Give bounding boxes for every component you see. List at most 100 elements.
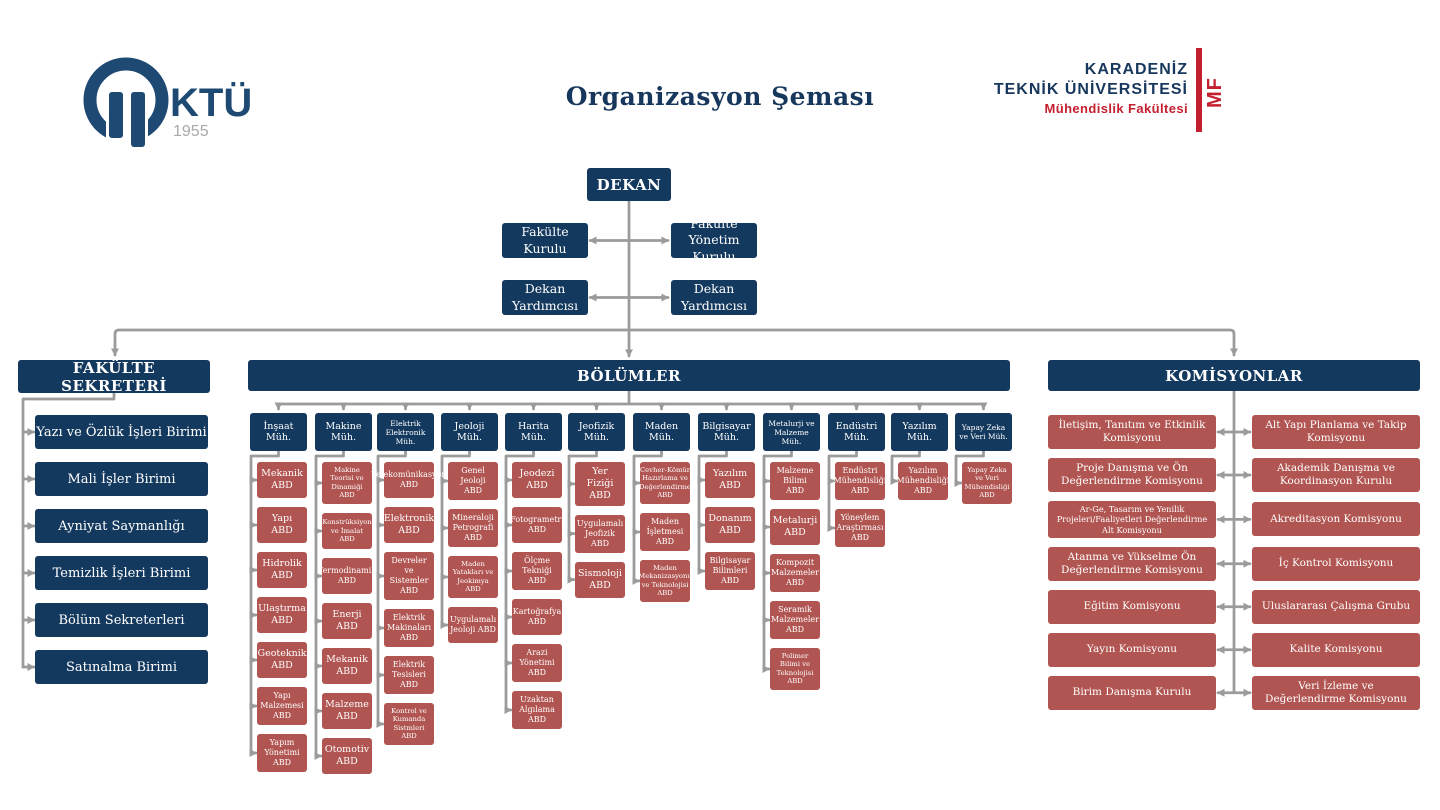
abd-box: Malzeme ABD — [322, 692, 372, 729]
commission-box-right: Alt Yapı Planlama ve Takip Komisyonu — [1252, 415, 1420, 449]
abd-box: Devreler ve Sistemler ABD — [384, 552, 434, 600]
fakulte-kurulu-box: Fakülte Kurulu — [502, 223, 588, 258]
commission-box-left: Proje Danışma ve Ön Değerlendirme Komisy… — [1048, 458, 1216, 492]
abd-box: Yapay Zeka ve Veri Mühendisliği ABD — [962, 462, 1012, 504]
abd-box: Ulaştırma ABD — [257, 597, 307, 633]
abd-box: Yazılım Mühendisliği ABD — [897, 462, 949, 500]
faculty-badge: MF — [1204, 77, 1226, 108]
abd-box: Yapı ABD — [257, 507, 307, 543]
abd-box: Elektronik ABD — [384, 507, 434, 543]
abd-column: Malzeme Bilimi ABD Metalurji ABD Kompozit … — [770, 462, 820, 690]
abd-box: Seramik Malzemeler ABD — [770, 601, 820, 639]
abd-box: Termodinamik ABD — [318, 557, 376, 594]
abd-box: Geoteknik ABD — [257, 642, 307, 678]
commission-row: Atanma ve Yükselme Ön Değerlendirme Komi… — [1048, 546, 1420, 581]
abd-column: Yapay Zeka ve Veri Mühendisliği ABD — [962, 462, 1012, 504]
dept-box: Endüstri Müh. — [828, 413, 885, 451]
abd-box: Yapı Malzemesi ABD — [257, 687, 307, 725]
ktu-year: 1955 — [173, 123, 209, 140]
sekreter-item-box: Mali İşler Birimi — [35, 462, 208, 496]
abd-box: Endüstri Mühendisliği ABD — [834, 462, 886, 500]
university-name-line2: TEKNİK ÜNİVERSİTESİ — [993, 80, 1188, 98]
commission-box-right: Uluslararası Çalışma Grubu — [1252, 589, 1420, 624]
sekreter-item-box: Ayniyat Saymanlığı — [35, 509, 208, 543]
ktu-logo: KTÜ 1955 — [78, 52, 278, 152]
fakulte-yonetim-kurulu-box: Fakülte Yönetim Kurulu — [671, 216, 757, 264]
abd-column: Genel Jeoloji ABD Mineraloji Petrografi A… — [448, 462, 498, 643]
section-header-komisyonlar: KOMİSYONLAR — [1048, 360, 1420, 391]
abd-box: Arazi Yönetimi ABD — [512, 644, 562, 682]
sekreter-item-box: Temizlik İşleri Birimi — [35, 556, 208, 590]
ktu-wordmark: KTÜ — [170, 80, 252, 125]
dept-box: Metalurji ve Malzeme Müh. — [763, 413, 820, 451]
commission-row: Ar-Ge, Tasarım ve Yenilik Projeleri/Faal… — [1048, 501, 1420, 538]
abd-box: Fotogrametri ABD — [510, 507, 564, 543]
abd-column: Makine Teorisi ve Dinamiği ABD Konstrüksi… — [318, 462, 376, 774]
abd-box: Telekomünikasyon ABD — [371, 462, 447, 498]
abd-box: Genel Jeoloji ABD — [448, 462, 498, 500]
dept-box: Jeoloji Müh. — [441, 413, 498, 451]
commission-box-right: Veri İzleme ve Değerlendirme Komisyonu — [1252, 675, 1420, 710]
page-title: Organizasyon Şeması — [565, 82, 875, 111]
abd-box: Kompozit Malzemeler ABD — [770, 554, 820, 592]
abd-box: Uygulamalı Jeoloji ABD — [448, 606, 498, 643]
abd-box: Maden Mekanizasyonu ve Teknolojisi ABD — [638, 559, 692, 602]
abd-box: Konstrüksiyon ve İmalat ABD — [322, 512, 372, 549]
abd-box: Metalurji ABD — [770, 509, 820, 545]
ktu-emblem-icon: KTÜ 1955 — [83, 57, 252, 152]
abd-column: Endüstri Mühendisliği ABD Yöneylem Araştı… — [834, 462, 886, 547]
abd-box: Maden İşletmesi ABD — [640, 512, 690, 551]
abd-box: Sismoloji ABD — [575, 561, 625, 598]
commission-box-left: Eğitim Komisyonu — [1048, 589, 1216, 624]
abd-box: Kartoğrafya ABD — [512, 599, 562, 635]
abd-column: Yer Fiziği ABD Uygulamalı Jeofizik ABD Sis… — [575, 462, 625, 598]
dept-box: Makine Müh. — [315, 413, 372, 451]
section-header-fakulte-sekreteri: FAKÜLTE SEKRETERİ — [18, 359, 210, 395]
abd-box: Makine Teorisi ve Dinamiği ABD — [322, 462, 372, 504]
abd-box: Yazılım ABD — [705, 462, 755, 498]
abd-box: Yöneylem Araştırması ABD — [835, 509, 885, 547]
commission-box-right: Akademik Danışma ve Koordinasyon Kurulu — [1252, 458, 1420, 492]
dept-box: Bilgisayar Müh. — [698, 413, 755, 451]
commission-box-right: Kalite Komisyonu — [1252, 632, 1420, 667]
faculty-name: Mühendislik Fakültesi — [1044, 101, 1188, 117]
dept-box: İnşaat Müh. — [250, 413, 307, 451]
commission-box-left: İletişim, Tanıtım ve Etkinlik Komisyonu — [1048, 415, 1216, 449]
commission-row: İletişim, Tanıtım ve Etkinlik Komisyonu A… — [1048, 415, 1420, 449]
abd-box: Polimer Bilimi ve Teknolojisi ABD — [770, 648, 820, 690]
abd-box: Maden Yatakları ve Jeokimya ABD — [448, 556, 498, 598]
abd-box: Yer Fiziği ABD — [575, 462, 625, 506]
commission-box-right: Akreditasyon Komisyonu — [1252, 502, 1420, 537]
abd-box: Mekanik ABD — [257, 462, 307, 498]
commission-box-left: Ar-Ge, Tasarım ve Yenilik Projeleri/Faal… — [1048, 501, 1216, 538]
abd-column: Cevher-Kömür Hazırlama ve Değerlendirme … — [638, 462, 692, 602]
commission-box-right: İç Kontrol Komisyonu — [1252, 546, 1420, 581]
sekreter-item-box: Satınalma Birimi — [35, 650, 208, 684]
abd-box: Mineraloji Petrografi ABD — [448, 509, 498, 547]
dekan-box: DEKAN — [587, 168, 671, 201]
abd-box: Malzeme Bilimi ABD — [770, 462, 820, 500]
dekan-yardimcisi-left-box: Dekan Yardımcısı — [502, 280, 588, 315]
section-header-bolumler: BÖLÜMLER — [248, 360, 1010, 391]
commission-row: Birim Danışma Kurulu Veri İzleme ve Değer… — [1048, 675, 1420, 710]
abd-box: Elektrik Makinaları ABD — [384, 609, 434, 647]
dept-box: Yapay Zeka ve Veri Müh. — [955, 413, 1012, 451]
commission-row: Eğitim Komisyonu Uluslararası Çalışma Gru… — [1048, 589, 1420, 624]
abd-box: Kontrol ve Kumanda Sistmleri ABD — [384, 703, 434, 745]
commission-row: Proje Danışma ve Ön Değerlendirme Komisy… — [1048, 458, 1420, 492]
abd-box: Enerji ABD — [322, 602, 372, 639]
commission-box-left: Birim Danışma Kurulu — [1048, 675, 1216, 710]
abd-box: Yapım Yönetimi ABD — [257, 734, 307, 772]
dept-box: Harita Müh. — [505, 413, 562, 451]
dept-box: Elektrik Elektronik Müh. — [377, 413, 434, 451]
sekreter-item-box: Bölüm Sekreterleri — [35, 603, 208, 637]
abd-box: Uygulamalı Jeofizik ABD — [575, 514, 625, 553]
dept-box: Maden Müh. — [633, 413, 690, 451]
university-name-line1: KARADENİZ — [1084, 61, 1188, 78]
